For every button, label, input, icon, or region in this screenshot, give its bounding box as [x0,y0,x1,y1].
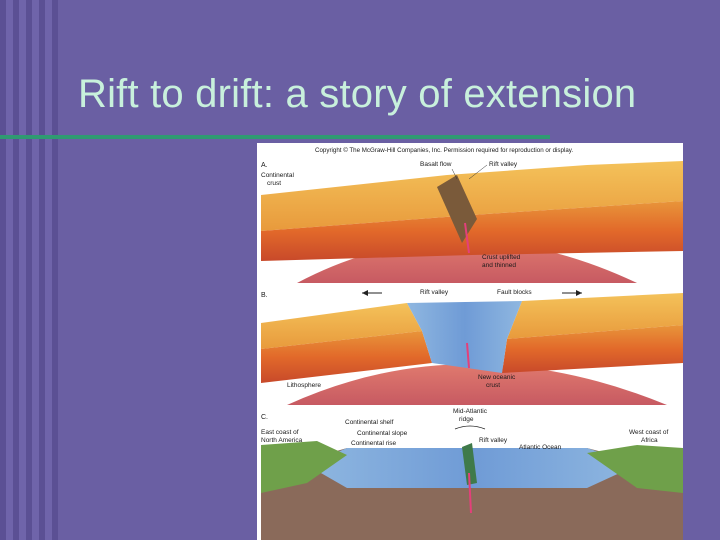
panel-c-rift-valley-label: Rift valley [479,437,508,444]
copyright-text: Copyright © The McGraw-Hill Companies, I… [315,147,573,154]
panel-a-basalt-leader [451,168,458,180]
panel-b-right-crust-side [502,325,683,373]
panel-c-atlantic-ocean-label: Atlantic Ocean [519,444,562,451]
panel-c-east-coast-line1: East coast of [261,429,299,436]
panel-a-crust-uplifted-line2: and thinned [482,262,516,269]
panel-a-continental-crust-label-line2: crust [267,180,281,187]
panel-b-letter: B. [261,292,268,299]
panel-b-left-crust-side [261,331,432,383]
panel-c-ridge-label-line2: ridge [459,416,474,423]
panel-a-crust-side [261,201,683,261]
panel-b-right-crust-surface [507,293,683,339]
panel-b-new-oceanic-crust-line2: crust [486,382,500,389]
panel-c-ridge-label-line1: Mid-Atlantic [453,408,488,415]
panel-c-east-coast-line2: North America [261,437,303,444]
panel-a: A. Continental crust Basalt flow Rift va… [261,161,683,283]
panel-c-ridge-brace [454,425,486,430]
panel-a-rift-leader [468,164,488,180]
panel-b-right-arrowhead [576,290,582,296]
panel-a-crust-surface [261,161,683,231]
panel-c-africa [587,445,683,493]
panel-c-letter: C. [261,414,268,421]
panel-a-crust-uplifted-line1: Crust uplifted [482,254,521,261]
panel-c-continental-shelf-label: Continental shelf [345,419,394,426]
panel-c-north-america [261,441,347,493]
title-underline [0,135,550,139]
panel-a-letter: A. [261,162,268,169]
panel-b-lithosphere-label: Lithosphere [287,382,321,389]
panel-b-mantle [287,364,667,405]
panel-b: B. Rift valley Fault blocks New oceanic … [261,289,683,405]
rift-diagram: Copyright © The McGraw-Hill Companies, I… [261,147,683,540]
panel-a-rift-valley-shape [437,175,477,243]
panel-b-fault-blocks-label: Fault blocks [497,289,532,296]
panel-a-continental-crust-label-line1: Continental [261,172,294,179]
panel-c-west-coast-line2: Africa [641,437,658,444]
panel-a-magma-arrow [464,222,470,254]
panel-c-mid-atlantic-ridge [462,443,477,485]
panel-b-rift-water [407,301,522,373]
panel-c-magma-arrow [468,472,472,514]
panel-c-west-coast-line1: West coast of [629,429,668,436]
panel-c-continental-slope-label: Continental slope [357,430,408,437]
panel-c-continental-rise-label: Continental rise [351,440,397,447]
panel-b-left-crust-surface [261,303,422,349]
panel-a-rift-valley-label: Rift valley [489,161,518,168]
panel-b-left-arrowhead [362,290,368,296]
panel-a-basalt-flow-label: Basalt flow [420,161,452,168]
decorative-stripes [0,0,58,540]
panel-b-rift-valley-label: Rift valley [420,289,449,296]
panel-b-new-oceanic-crust-line1: New oceanic [478,374,516,381]
rift-diagram-figure: Copyright © The McGraw-Hill Companies, I… [257,143,683,540]
panel-b-magma-arrow [466,342,470,369]
slide-title: Rift to drift: a story of extension [78,72,637,116]
panel-c: C. Mid-Atlantic ridge Continental shelf … [261,408,683,540]
